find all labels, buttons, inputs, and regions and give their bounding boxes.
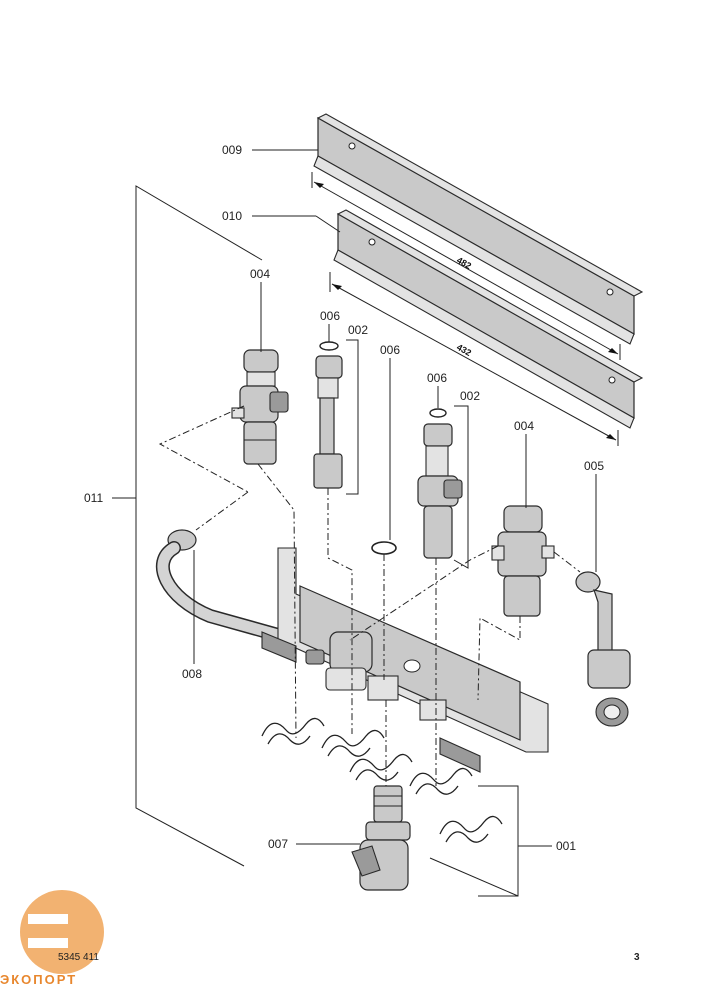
washer-006-middle <box>371 541 397 555</box>
rail-010 <box>329 209 644 446</box>
valve-004-right <box>491 505 555 617</box>
assembly-011-bracket <box>135 185 263 867</box>
label-002-right: 002 <box>460 389 480 403</box>
elbow-005 <box>575 571 631 727</box>
label-011: 011 <box>84 491 103 505</box>
rail-009 <box>311 113 644 360</box>
clip-group-001-bracket <box>478 785 519 897</box>
valve-004-left <box>231 349 289 465</box>
label-001: 001 <box>556 839 576 853</box>
rail-010-dimension: 432 <box>455 342 473 358</box>
assembly-lines <box>158 405 581 786</box>
mounting-plate <box>261 547 549 773</box>
plate-fitting <box>305 631 373 691</box>
pipe-008 <box>156 529 303 647</box>
label-009: 009 <box>222 143 242 157</box>
pipe-002-right <box>417 408 463 559</box>
pipe-002-left <box>313 341 343 489</box>
label-005: 005 <box>584 459 604 473</box>
document-number: 5345 411 <box>58 952 99 963</box>
label-007: 007 <box>268 837 288 851</box>
label-006-middle: 006 <box>380 343 400 357</box>
retaining-clips <box>261 717 503 843</box>
label-010: 010 <box>222 209 242 223</box>
label-002-left: 002 <box>348 323 368 337</box>
label-006-right: 006 <box>427 371 447 385</box>
label-004-right: 004 <box>514 419 534 433</box>
leader-lines <box>112 149 597 847</box>
logo-wordmark: ЭКОПОРТ <box>0 972 78 987</box>
label-006-left: 006 <box>320 309 340 323</box>
label-004-left: 004 <box>250 267 270 281</box>
label-008: 008 <box>182 667 202 681</box>
rail-009-dimension: 482 <box>455 255 473 271</box>
ekoport-logo-icon <box>20 890 104 974</box>
drain-valve-007 <box>351 785 411 891</box>
page-number: 3 <box>634 952 640 963</box>
